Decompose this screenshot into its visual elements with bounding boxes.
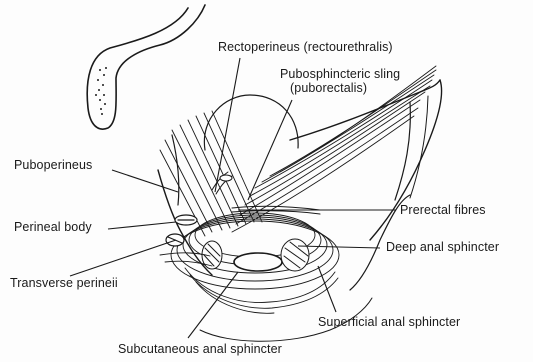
anal-orifice [234, 253, 282, 271]
deep-sphincter-rings [171, 213, 339, 289]
label-subcutaneous-anal-sphincter: Subcutaneous anal sphincter [118, 342, 282, 356]
pubic-bone-stipple [95, 67, 107, 115]
rectum-outline [204, 95, 298, 150]
leader-puboperineus [112, 170, 178, 192]
leader-perineal-body [108, 222, 176, 229]
label-deep-anal-sphincter: Deep anal sphincter [386, 240, 499, 254]
pubic-bone [87, 5, 205, 129]
leader-transverse-perineii [70, 240, 176, 276]
leader-deep-sphincter [298, 246, 380, 248]
label-pubosphincteric-line2: (puborectalis) [290, 81, 367, 95]
label-rectoperineus: Rectoperineus (rectourethralis) [218, 40, 393, 54]
leader-lines [70, 58, 396, 338]
label-prerectal-fibres: Prerectal fibres [400, 203, 486, 217]
label-transverse-perineii: Transverse perineii [10, 276, 118, 290]
levator-contour-left-2 [172, 135, 179, 205]
label-perineal-body: Perineal body [14, 220, 92, 234]
label-superficial-anal-sphincter: Superficial anal sphincter [318, 315, 460, 329]
leader-subcutaneous-sphincter [188, 272, 238, 338]
label-pubosphincteric-line1: Pubosphincteric sling [280, 67, 400, 81]
label-puboperineus: Puboperineus [14, 158, 92, 172]
